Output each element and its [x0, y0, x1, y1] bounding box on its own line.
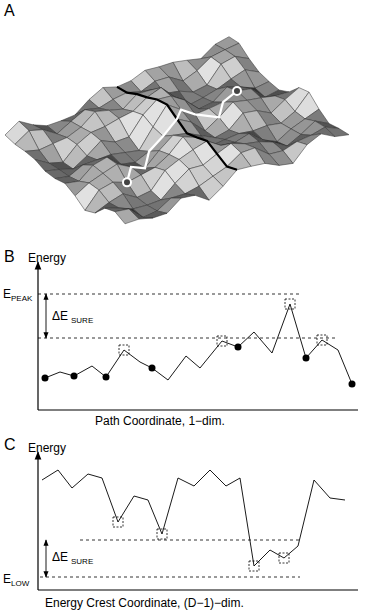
path-endpoint: [123, 178, 131, 186]
energy-landscape: [5, 37, 349, 224]
energy-symbol: E: [3, 288, 11, 300]
energy-symbol: ΔE: [52, 310, 68, 322]
panel-letter: C: [4, 437, 16, 453]
surface-facet: [115, 209, 139, 224]
surface-facet: [157, 198, 181, 213]
subscript: SURE: [71, 558, 93, 566]
surface-facet: [229, 113, 253, 133]
surface-facet: [143, 211, 167, 218]
panel-letter: A: [4, 3, 15, 19]
axis-title: Path Coordinate, 1−dim.: [95, 415, 225, 427]
surface-facet: [15, 131, 39, 152]
surface-facet: [85, 190, 109, 213]
axis-title: Energy: [28, 442, 66, 454]
subscript: PEAK: [11, 295, 32, 303]
surface-facet: [185, 186, 209, 200]
path-endpoint: [233, 87, 241, 95]
ridge-line: [117, 87, 237, 170]
energy-symbol: ΔE: [52, 551, 68, 563]
axis-title: Energy: [28, 252, 66, 264]
panel-letter: B: [4, 249, 15, 265]
surface-facet: [171, 194, 195, 198]
surface-facet: [35, 160, 59, 172]
transition-path: [127, 91, 237, 182]
axis-title: Energy Crest Coordinate, (D−1)−dim.: [45, 597, 244, 609]
subscript: SURE: [71, 317, 93, 325]
panel-b-plot: [38, 262, 358, 410]
panel-c-plot: [38, 452, 358, 590]
subscript: LOW: [11, 580, 29, 588]
energy-symbol: E: [3, 573, 11, 585]
